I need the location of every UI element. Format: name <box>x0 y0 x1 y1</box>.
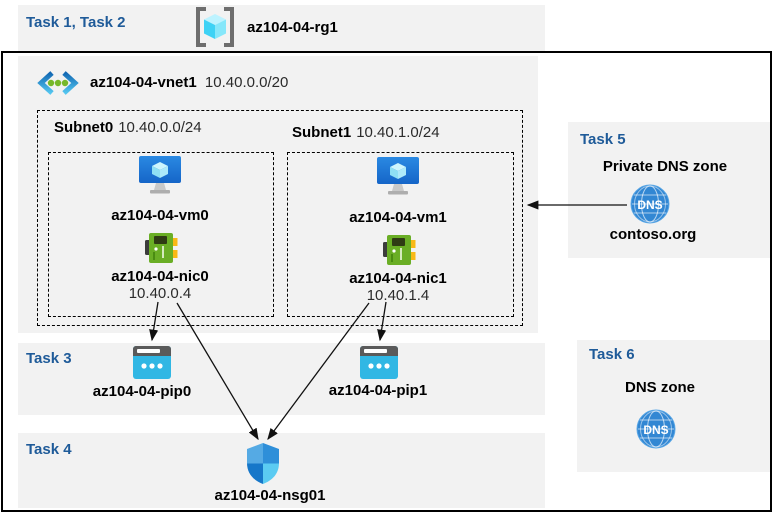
pip0-label: az104-04-pip0 <box>92 383 192 400</box>
pip1-icon <box>360 346 398 379</box>
pip1-label: az104-04-pip1 <box>328 382 428 399</box>
subnet1-cidr: 10.40.1.0/24 <box>356 124 440 141</box>
private-dns-icon: DNS <box>630 184 670 224</box>
task6-label: Task 6 <box>589 346 635 363</box>
nic0-label: az104-04-nic0 <box>111 268 209 285</box>
vm1-icon <box>377 157 419 195</box>
nic1-label: az104-04-nic1 <box>349 270 447 287</box>
vnet-title: az104-04-vnet1 10.40.0.0/20 <box>90 74 288 91</box>
nic1-ip: 10.40.1.4 <box>366 287 430 304</box>
nic0-icon <box>145 233 178 263</box>
private-dns-zone-name: contoso.org <box>609 226 697 243</box>
vm0-icon <box>139 156 181 194</box>
vm0-label: az104-04-vm0 <box>111 207 209 224</box>
task5-label: Task 5 <box>580 131 626 148</box>
vm1-label: az104-04-vm1 <box>349 209 447 226</box>
private-dns-zone-title: Private DNS zone <box>602 158 728 175</box>
dns-zone-icon: DNS <box>636 409 676 449</box>
subnet0-name: Subnet0 <box>54 119 114 136</box>
resource-group-name: az104-04-rg1 <box>247 19 338 36</box>
vnet-icon <box>37 71 79 95</box>
dns-zone-icon-text: DNS <box>643 423 668 437</box>
task1-2-band <box>18 5 545 52</box>
lab-frame <box>1 51 772 512</box>
subnet1-name: Subnet1 <box>292 124 352 141</box>
vnet-cidr: 10.40.0.0/20 <box>204 74 289 91</box>
vnet-area <box>18 56 538 333</box>
subnet0-box <box>48 152 274 317</box>
task3-band <box>18 343 545 415</box>
task6-box <box>577 340 770 472</box>
dns-zone-title: DNS zone <box>624 379 695 396</box>
task4-band <box>18 433 545 508</box>
nic0-ip: 10.40.0.4 <box>128 285 192 302</box>
nic1-icon <box>383 235 416 265</box>
resource-group-icon <box>196 7 234 47</box>
task5-box <box>568 122 770 258</box>
subnet0-cidr: 10.40.0.0/24 <box>118 119 202 136</box>
task3-label: Task 3 <box>26 350 72 367</box>
task1-2-label: Task 1, Task 2 <box>26 14 126 31</box>
private-dns-icon-text: DNS <box>637 198 662 212</box>
pip0-icon <box>133 346 171 379</box>
task4-label: Task 4 <box>26 441 72 458</box>
subnet1-box <box>287 152 514 317</box>
nsg-shield-icon <box>247 443 279 484</box>
nsg-label: az104-04-nsg01 <box>214 487 326 504</box>
vnet-name: az104-04-vnet1 <box>90 74 197 91</box>
